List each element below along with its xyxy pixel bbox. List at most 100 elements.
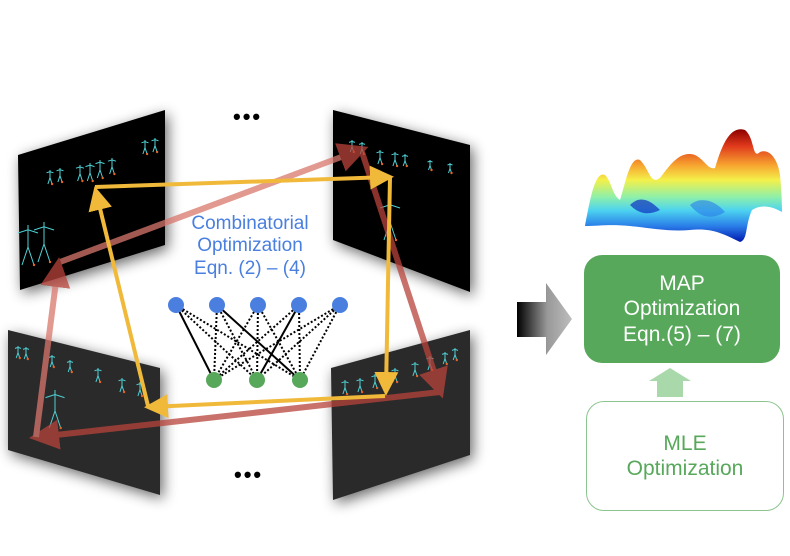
skeleton-joint bbox=[375, 386, 379, 390]
bottom-node bbox=[249, 372, 265, 388]
skeleton-joint bbox=[145, 152, 149, 156]
skeleton-joint bbox=[59, 426, 62, 430]
yellow-arrow bbox=[144, 394, 386, 419]
skeleton bbox=[376, 150, 384, 165]
skeleton bbox=[56, 168, 64, 183]
likelihood-surface-plot bbox=[585, 129, 782, 242]
skeleton-joint bbox=[32, 263, 36, 267]
skeleton-joint bbox=[101, 176, 104, 180]
red-arrow bbox=[359, 151, 448, 399]
mle-optimization-box: MLE Optimization bbox=[586, 401, 784, 511]
skeleton-joint bbox=[345, 392, 349, 396]
candidate-edge bbox=[256, 304, 341, 381]
skeleton-joint bbox=[113, 172, 116, 176]
skeleton-joint bbox=[360, 390, 364, 394]
skeleton-joint bbox=[18, 356, 21, 360]
skeleton-joint bbox=[26, 357, 29, 361]
bottom-node bbox=[292, 372, 308, 388]
combinatorial-title: Combinatorial bbox=[191, 213, 309, 234]
red-arrow bbox=[29, 389, 441, 450]
skeleton bbox=[66, 360, 74, 373]
combinatorial-optimization-label: Combinatorial Optimization Eqn. (2) – (4… bbox=[165, 213, 335, 280]
skeleton-joint bbox=[445, 362, 448, 366]
mle-subtitle: Optimization bbox=[626, 457, 744, 480]
skeleton bbox=[411, 362, 419, 377]
skeleton-figures bbox=[14, 138, 459, 430]
skeleton bbox=[136, 382, 144, 397]
skeleton bbox=[46, 170, 54, 185]
top-node bbox=[209, 297, 225, 313]
skeleton bbox=[401, 154, 409, 167]
skeleton-joint bbox=[455, 358, 458, 362]
skeleton-joint bbox=[405, 164, 408, 168]
skeleton-joint bbox=[48, 260, 52, 264]
skeleton bbox=[22, 347, 30, 360]
candidate-edge bbox=[213, 304, 259, 381]
skeleton bbox=[451, 348, 459, 361]
skeleton-joint bbox=[50, 182, 54, 186]
skeleton bbox=[33, 222, 55, 263]
skeleton-joint bbox=[122, 390, 126, 394]
skeleton-joint bbox=[395, 164, 399, 168]
skeleton-joint bbox=[155, 150, 159, 154]
skeleton bbox=[14, 346, 22, 359]
top-node bbox=[168, 297, 184, 313]
candidate-edge bbox=[256, 304, 259, 381]
bottom-node bbox=[206, 372, 222, 388]
map-title: MAP bbox=[659, 272, 705, 296]
skeleton-joint bbox=[91, 179, 94, 183]
mle-to-map-arrow-icon bbox=[649, 368, 691, 397]
map-optimization-box: MAP Optimization Eqn.(5) – (7) bbox=[584, 255, 780, 363]
mle-title: MLE bbox=[663, 431, 707, 455]
yellow-arrow bbox=[374, 176, 399, 396]
skeleton-joint bbox=[52, 365, 55, 369]
red-arrow bbox=[33, 257, 71, 438]
yellow-arrow bbox=[88, 186, 150, 407]
candidate-edge bbox=[213, 304, 218, 381]
bottom-right-view bbox=[331, 330, 470, 500]
skeleton bbox=[447, 163, 453, 174]
yellow-arrow-cycle bbox=[88, 165, 399, 419]
flow-arrow-icon bbox=[517, 283, 572, 355]
skeleton bbox=[391, 152, 399, 167]
skeleton-joint bbox=[380, 162, 384, 166]
skeleton-joint bbox=[415, 374, 419, 378]
skeleton-joint bbox=[98, 380, 102, 384]
candidate-edge bbox=[298, 304, 301, 381]
map-subtitle: Optimization bbox=[623, 297, 741, 321]
skeleton bbox=[141, 140, 149, 155]
skeleton bbox=[341, 380, 349, 395]
combinatorial-equation: Eqn. (2) – (4) bbox=[194, 257, 306, 279]
skeleton bbox=[107, 158, 117, 175]
skeleton bbox=[427, 160, 433, 171]
ellipsis-top: ••• bbox=[233, 104, 263, 129]
skeleton bbox=[17, 225, 39, 266]
candidate-edge bbox=[175, 304, 301, 381]
skeleton bbox=[85, 163, 95, 182]
candidate-edge bbox=[213, 304, 300, 381]
skeleton-joint bbox=[70, 370, 74, 374]
combinatorial-subtitle: Optimization bbox=[197, 235, 303, 257]
top-node bbox=[332, 297, 348, 313]
skeleton-joint bbox=[450, 171, 453, 175]
skeleton bbox=[75, 165, 85, 182]
skeleton bbox=[48, 355, 56, 368]
skeleton bbox=[356, 378, 364, 393]
skeleton-joint bbox=[140, 394, 144, 398]
skeleton bbox=[94, 368, 102, 383]
bipartite-graph bbox=[168, 297, 348, 388]
skeleton bbox=[118, 378, 126, 393]
top-left-view bbox=[18, 110, 165, 290]
skeleton-joint bbox=[81, 179, 84, 183]
map-equation: Eqn.(5) – (7) bbox=[623, 322, 741, 346]
skeleton bbox=[45, 390, 65, 429]
candidate-edge bbox=[213, 304, 341, 381]
skeleton-joint bbox=[395, 380, 399, 384]
skeleton-joint bbox=[60, 180, 64, 184]
skeleton bbox=[95, 160, 105, 179]
skeleton-joint bbox=[394, 238, 398, 242]
skeleton bbox=[151, 138, 159, 153]
skeleton bbox=[441, 352, 449, 365]
skeleton-joint bbox=[430, 168, 433, 172]
top-node bbox=[291, 297, 307, 313]
